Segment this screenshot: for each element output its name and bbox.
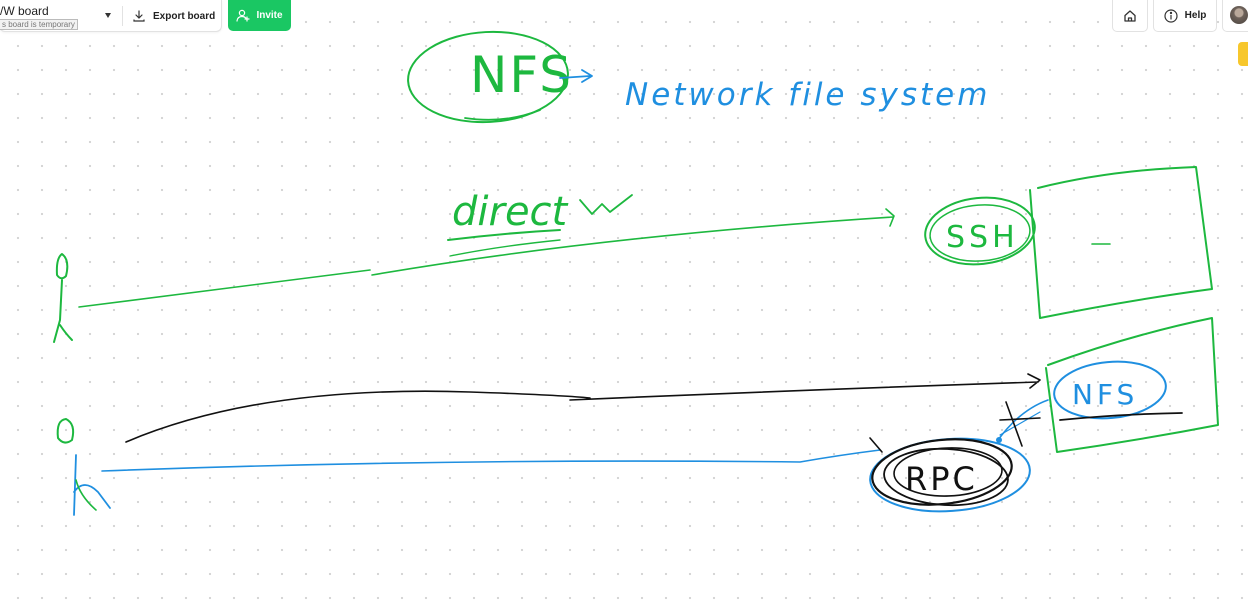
network-file-system-label: Network file system — [625, 77, 990, 113]
user-avatar — [1230, 6, 1248, 24]
rpc-node: RPC — [869, 399, 1049, 513]
board-toolbar: /W board s board is temporary Export boa… — [0, 0, 222, 32]
server-box-bottom: NFS — [1045, 317, 1219, 453]
nfs-request-arrow — [125, 373, 1041, 443]
chevron-down-icon[interactable] — [105, 13, 111, 18]
nfs-label: NFS — [470, 46, 573, 104]
direct-ssh-arrow — [78, 208, 895, 308]
help-label: Help — [1184, 10, 1207, 21]
profile-button[interactable] — [1222, 0, 1248, 32]
home-button[interactable] — [1112, 0, 1148, 32]
client-figure-top — [53, 253, 73, 343]
invite-button[interactable]: Invite — [228, 0, 291, 31]
nfs-title-drawing: NFS — [407, 30, 593, 124]
rpc-label: RPC — [905, 460, 978, 498]
rpc-request-line — [101, 449, 881, 472]
home-icon — [1124, 9, 1136, 22]
toolbar-divider — [122, 6, 123, 26]
info-icon — [1164, 8, 1178, 23]
server-box-top — [1029, 166, 1213, 319]
export-board-button[interactable]: Export board — [127, 6, 215, 26]
add-user-icon — [236, 9, 251, 22]
export-board-label: Export board — [153, 10, 216, 22]
direct-label: direct — [452, 189, 569, 235]
client-figure-bottom — [56, 418, 111, 516]
ssh-label: SSH — [946, 220, 1019, 255]
invite-label: Invite — [256, 10, 283, 21]
download-icon — [133, 10, 145, 22]
help-button[interactable]: Help — [1153, 0, 1217, 32]
ssh-node: SSH — [924, 196, 1036, 266]
board-name[interactable]: /W board — [0, 4, 49, 18]
side-panel-tab[interactable] — [1238, 42, 1248, 66]
temporary-board-note[interactable]: s board is temporary — [0, 19, 78, 30]
nfs-box-label: NFS — [1072, 378, 1138, 411]
direct-annotation: direct — [447, 189, 633, 241]
